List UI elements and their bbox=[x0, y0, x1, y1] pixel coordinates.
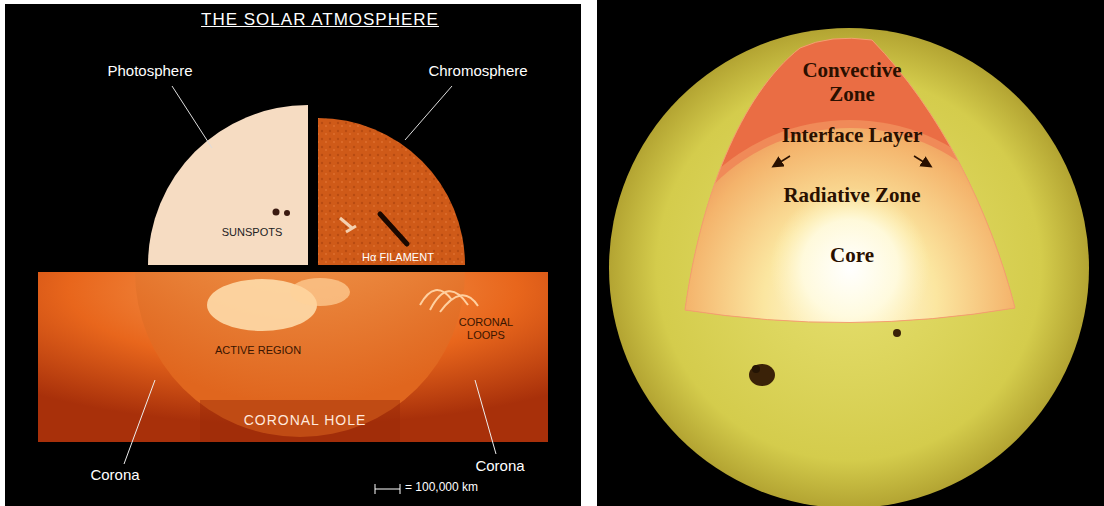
feature-label: CORONAL HOLE bbox=[244, 412, 367, 428]
feature-label: ACTIVE REGION bbox=[215, 344, 301, 357]
feature-label: SUNSPOTS bbox=[222, 226, 283, 239]
interface-layer bbox=[650, 120, 1050, 506]
sunspot bbox=[893, 329, 901, 337]
coronal-hole-shade bbox=[200, 400, 400, 442]
feature-label: CORONAL LOOPS bbox=[446, 316, 526, 341]
diagram-title: THE SOLAR ATMOSPHERE bbox=[201, 10, 439, 30]
layer-label: Chromosphere bbox=[428, 62, 527, 79]
chromosphere-disk bbox=[318, 118, 465, 265]
cutaway-edge bbox=[685, 38, 1015, 322]
radiative-zone bbox=[658, 128, 1042, 506]
feature-label: Hα FILAMENT bbox=[362, 251, 434, 264]
left-panel bbox=[5, 4, 581, 506]
sun-disk bbox=[609, 28, 1089, 506]
layer-label: Photosphere bbox=[107, 62, 192, 79]
scale-bar bbox=[375, 484, 400, 494]
sunspot bbox=[752, 365, 760, 373]
core bbox=[770, 188, 930, 348]
arrow bbox=[914, 156, 930, 166]
plage bbox=[340, 218, 356, 232]
coronal-loops bbox=[420, 290, 478, 312]
sunspot bbox=[273, 209, 280, 216]
zone-label: Convective Zone bbox=[787, 58, 917, 106]
active-region-glow bbox=[290, 278, 350, 306]
arrow bbox=[774, 156, 790, 166]
leader-line bbox=[172, 86, 212, 148]
zone-label: Interface Layer bbox=[782, 123, 923, 147]
photosphere-disk bbox=[148, 105, 308, 265]
filament bbox=[380, 214, 407, 244]
scale-label: = 100,000 km bbox=[405, 481, 478, 495]
layer-label: Corona bbox=[475, 457, 524, 474]
zone-label: Core bbox=[830, 243, 874, 267]
sunspot bbox=[284, 210, 290, 216]
leader-line bbox=[475, 380, 496, 454]
leader-line bbox=[405, 86, 452, 140]
xray-disk bbox=[135, 272, 465, 437]
zone-label: Radiative Zone bbox=[783, 183, 920, 207]
leader-line bbox=[124, 380, 155, 464]
sunspot bbox=[749, 364, 775, 386]
layer-label: Corona bbox=[90, 466, 139, 483]
